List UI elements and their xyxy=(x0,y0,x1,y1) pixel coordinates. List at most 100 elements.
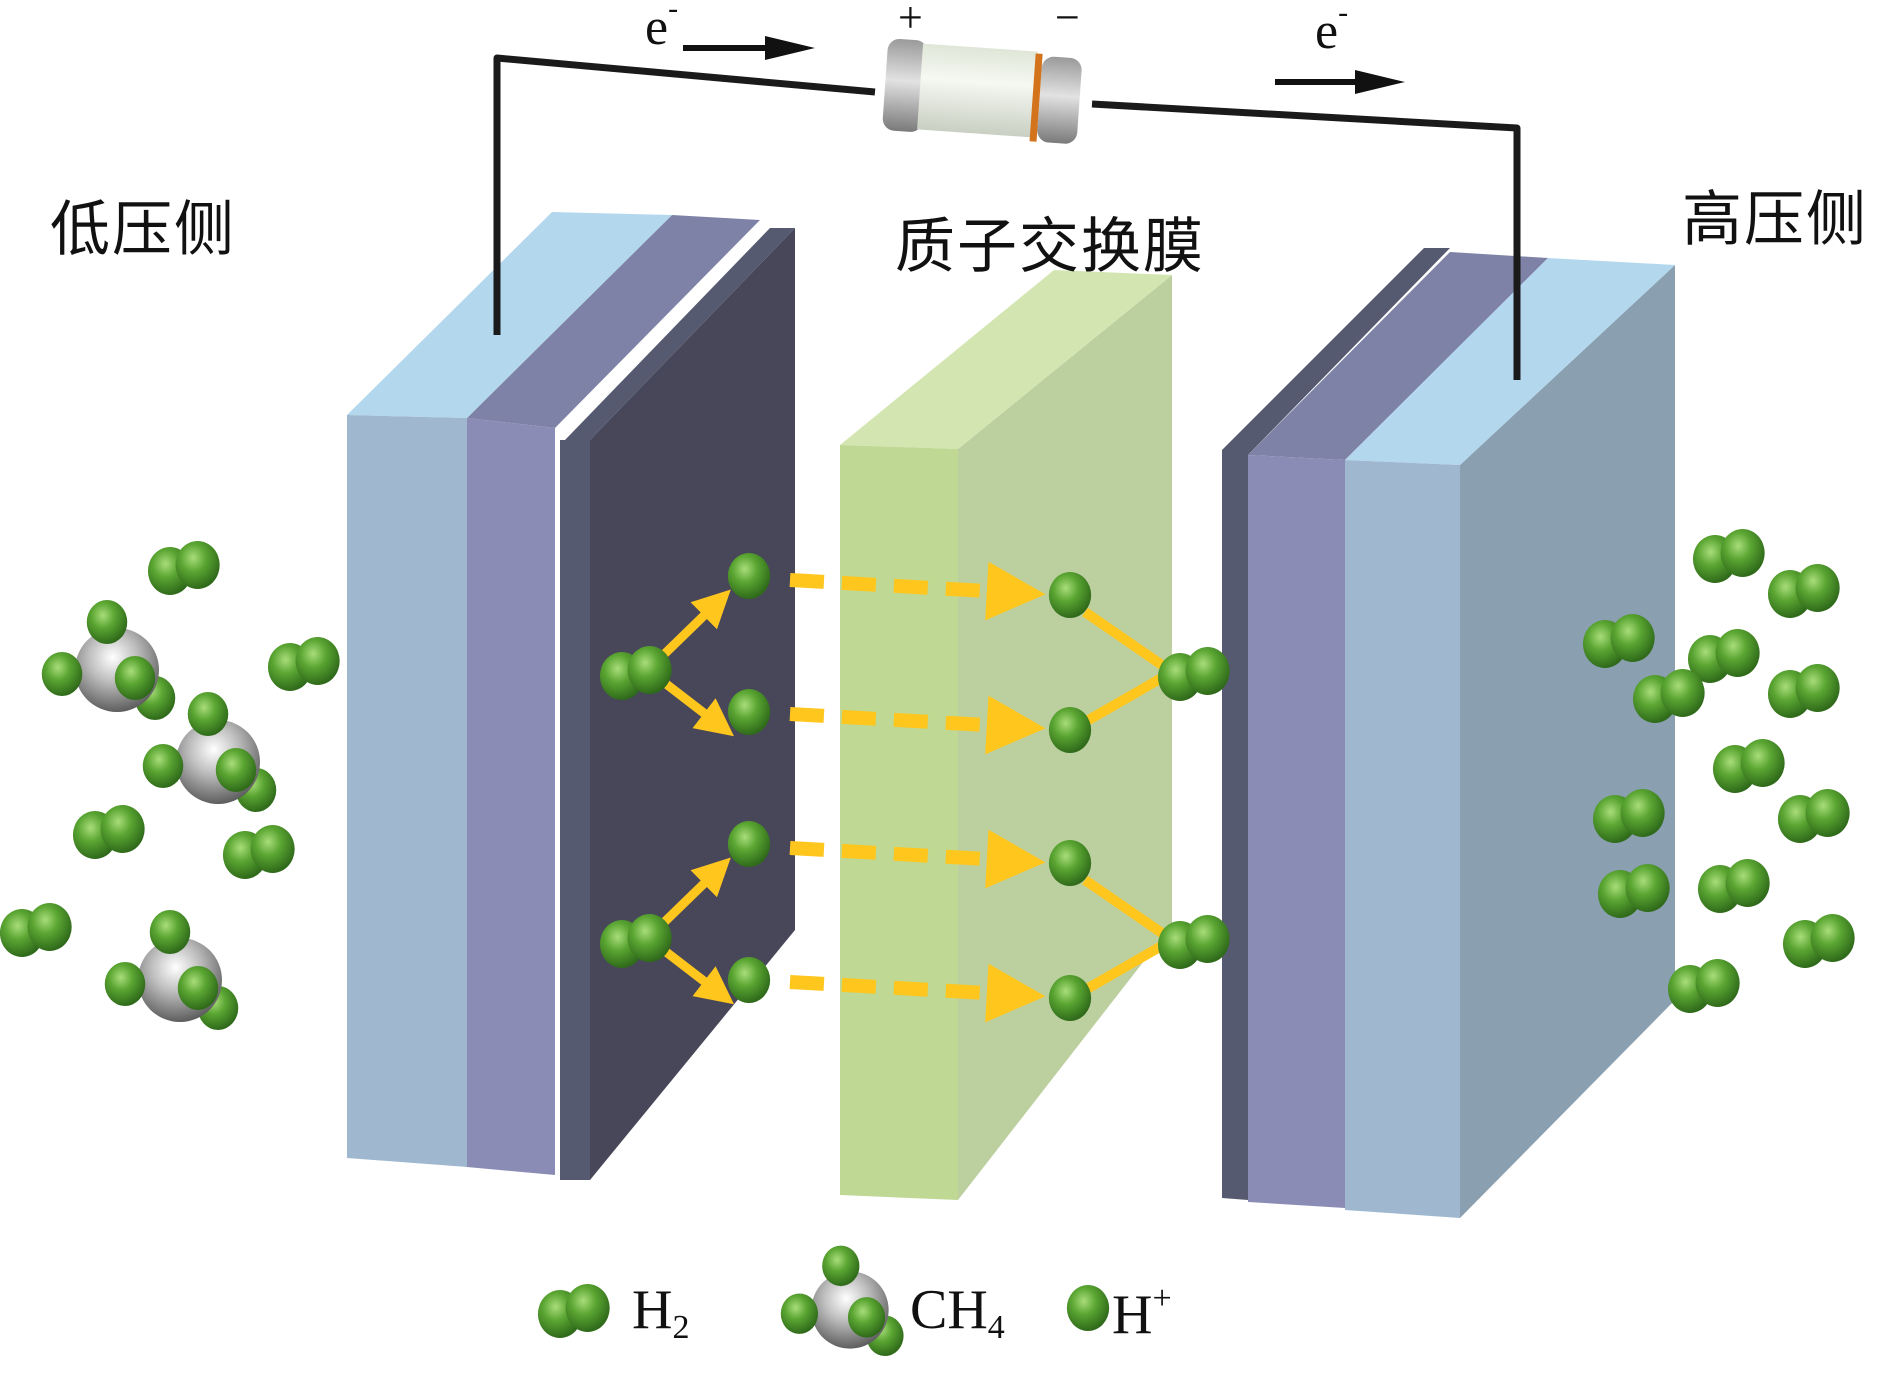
proton-icon xyxy=(727,957,771,1003)
gas-molecules xyxy=(0,529,1855,1030)
reaction-unit xyxy=(599,821,1230,1023)
hydrogen-atom xyxy=(1048,707,1092,753)
hydrogen-molecule-icon xyxy=(267,637,340,691)
hydrogen-molecule-icon xyxy=(147,541,220,595)
electron-charge: - xyxy=(668,0,679,25)
hydrogen-atom xyxy=(727,689,771,735)
hydrogen-molecule-icon xyxy=(72,805,145,859)
dashed-arrow-icon xyxy=(789,561,1046,621)
negative-terminal-label: − xyxy=(1055,0,1080,42)
methane-molecule-icon xyxy=(41,600,176,720)
left-electrode-top xyxy=(347,212,672,418)
hydrogen-atom xyxy=(175,541,220,589)
hydrogen-molecule-icon xyxy=(222,825,295,879)
hydrogen-molecule-icon xyxy=(1697,859,1770,913)
right-catalyst-top xyxy=(1248,252,1548,460)
proton-icon xyxy=(1048,572,1092,618)
hydrogen-molecule-icon xyxy=(1667,959,1740,1013)
dashed-arrow-icon xyxy=(789,963,1046,1023)
arrow-right-icon xyxy=(683,36,815,60)
hydrogen-atom xyxy=(1660,669,1705,717)
hydrogen-atom xyxy=(1185,915,1230,963)
hydrogen-atom xyxy=(822,1245,860,1287)
proton-exchange-membrane xyxy=(840,270,1172,1200)
hydrogen-molecule-icon xyxy=(1712,739,1785,793)
hydrogen-atom xyxy=(149,910,191,954)
hydrogen-atom xyxy=(41,652,83,696)
legend-icons xyxy=(537,1245,1110,1356)
hydrogen-atom xyxy=(1795,564,1840,612)
left-electrode-assembly xyxy=(347,212,795,1180)
right-plate-front xyxy=(1222,248,1450,1200)
hydrogen-atom xyxy=(1715,629,1760,677)
hydrogen-atom xyxy=(114,656,156,700)
hydrogen-atom xyxy=(104,962,146,1006)
hydrogen-atom xyxy=(86,600,128,644)
hydrogen-atom xyxy=(727,553,771,599)
hydrogen-molecule-icon xyxy=(1582,614,1655,668)
hydrogen-molecule-icon xyxy=(599,646,672,700)
methane-molecule-icon xyxy=(104,910,239,1030)
left-catalyst-front xyxy=(467,418,555,1175)
membrane-top xyxy=(840,270,1172,449)
hydrogen-molecule-icon xyxy=(537,1284,610,1338)
power-source-icon xyxy=(882,38,1082,144)
membrane-label: 质子交换膜 xyxy=(895,214,1205,280)
hydrogen-molecule-icon xyxy=(1767,564,1840,618)
hydrogen-atom xyxy=(565,1284,610,1332)
left-plate-edge xyxy=(565,228,795,440)
left-electrode-front xyxy=(347,415,467,1167)
right-electrode-top xyxy=(1345,258,1675,465)
hydrogen-molecule-icon xyxy=(1632,669,1705,723)
hydrogen-atom xyxy=(627,646,672,694)
hydrogen-atom xyxy=(627,914,672,962)
hydrogen-atom xyxy=(1795,664,1840,712)
hydrogen-molecule-icon xyxy=(0,903,72,957)
hydrogen-atom xyxy=(1610,614,1655,662)
hydrogen-atom xyxy=(177,966,219,1010)
hydrogen-atom xyxy=(250,825,295,873)
dashed-arrow-icon xyxy=(789,695,1046,755)
proton-icon xyxy=(727,689,771,735)
hydrogen-molecule-icon xyxy=(1767,664,1840,718)
hydrogen-atom xyxy=(1048,840,1092,886)
hydrogen-atom xyxy=(847,1297,886,1338)
methane-molecule-icon xyxy=(142,692,277,812)
hydrogen-atom xyxy=(1185,647,1230,695)
electron-charge: - xyxy=(1338,0,1349,29)
hydrogen-molecule-icon xyxy=(1157,915,1230,969)
left-plate-front xyxy=(560,440,590,1180)
hydrogen-atom xyxy=(1805,789,1850,837)
hydrogen-atom xyxy=(1720,529,1765,577)
proton-icon xyxy=(1048,840,1092,886)
hydrogen-atom xyxy=(780,1293,819,1334)
legend-label-proton: H+ xyxy=(1112,1280,1172,1346)
right-catalyst-front xyxy=(1248,455,1345,1208)
proton-icon xyxy=(1066,1285,1110,1331)
legend-label-h2: H2 xyxy=(632,1279,690,1346)
right-electrode-side xyxy=(1460,265,1675,1218)
dashed-arrow-icon xyxy=(789,829,1046,889)
methane-molecule-icon xyxy=(780,1245,904,1356)
electron-symbol: e xyxy=(645,0,669,56)
electron-label-right: e- xyxy=(1315,0,1348,58)
hydrogen-atom xyxy=(187,692,229,736)
high-pressure-side-label: 高压侧 xyxy=(1682,187,1868,253)
hydrogen-molecule-icon xyxy=(599,914,672,968)
hydrogen-atom xyxy=(100,805,145,853)
hydrogen-atom xyxy=(27,903,72,951)
hydrogen-atom xyxy=(1620,789,1665,837)
hydrogen-molecule-icon xyxy=(1157,647,1230,701)
electron-symbol: e xyxy=(1315,3,1339,60)
hydrogen-atom xyxy=(1048,975,1092,1021)
membrane-front xyxy=(840,445,958,1200)
right-electrode-front xyxy=(1345,460,1460,1218)
hydrogen-molecule-icon xyxy=(1782,914,1855,968)
hydrogen-atom xyxy=(142,744,184,788)
reaction-pathways xyxy=(599,553,1230,1023)
hydrogen-molecule-icon xyxy=(1597,864,1670,918)
reaction-unit xyxy=(599,553,1230,755)
hydrogen-atom xyxy=(727,821,771,867)
hydrogen-atom xyxy=(1725,859,1770,907)
